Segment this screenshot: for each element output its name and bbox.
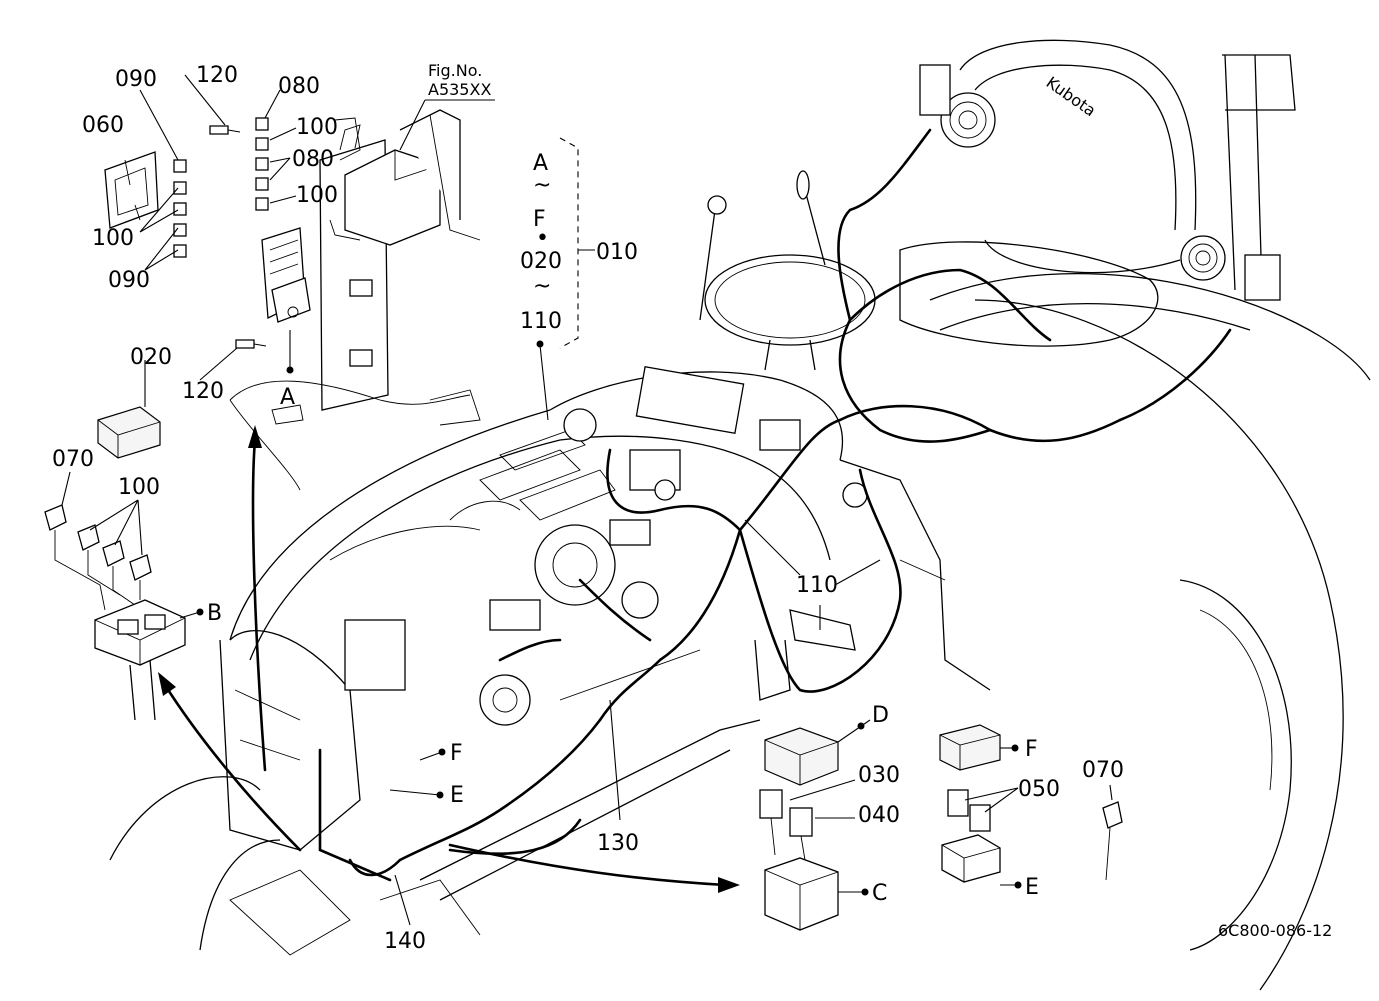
- relay-bracket-group: [104, 109, 481, 491]
- callout-070-right: 070: [1082, 758, 1124, 783]
- letter-e-main: E: [450, 783, 464, 808]
- letter-f-main: F: [450, 741, 463, 766]
- callout-040: 040: [858, 803, 900, 828]
- letter-b: B: [207, 601, 222, 626]
- wiring-harness: [318, 128, 1232, 882]
- letter-c: C: [872, 881, 887, 906]
- range-a: A: [533, 151, 548, 176]
- drawing-code: 6C800-086-12: [1218, 921, 1332, 940]
- fuse-clips-left: [173, 159, 187, 258]
- callout-130: 130: [597, 831, 639, 856]
- fuse-clips-right: [255, 117, 269, 211]
- callout-030: 030: [858, 763, 900, 788]
- leader-lines: [61, 74, 1113, 926]
- range-bullet: •: [536, 226, 549, 251]
- callout-080-top: 080: [278, 74, 320, 99]
- letter-a-top: A: [280, 385, 295, 410]
- range-tilde-2: ~: [533, 274, 551, 299]
- callout-080-mid: 080: [292, 147, 334, 172]
- callout-140: 140: [384, 929, 426, 954]
- callout-060: 060: [82, 113, 124, 138]
- callout-labels: Fig.No. A535XX 090 120 080 060 100 080 1…: [52, 61, 1332, 954]
- letter-f-box: F: [1025, 737, 1038, 762]
- range-f: F: [533, 207, 546, 232]
- fig-no-value: A535XX: [428, 80, 491, 99]
- callout-090-left: 090: [108, 268, 150, 293]
- brand-logo: Kubota: [1043, 73, 1100, 121]
- callout-020: 020: [130, 345, 172, 370]
- callout-120-low: 120: [182, 379, 224, 404]
- callout-050: 050: [1018, 777, 1060, 802]
- callout-120-top: 120: [196, 63, 238, 88]
- callout-100-left: 100: [92, 226, 134, 251]
- letter-e-box: E: [1025, 875, 1039, 900]
- relay-cd-group: [759, 727, 839, 931]
- range-110: 110: [520, 309, 562, 334]
- callout-100-fuses: 100: [118, 475, 160, 500]
- letter-d: D: [872, 703, 889, 728]
- callout-070-left: 070: [52, 447, 94, 472]
- callout-090-top: 090: [115, 67, 157, 92]
- fig-no-label: Fig.No.: [428, 61, 482, 80]
- callout-110-right: 110: [796, 573, 838, 598]
- callout-100-top: 100: [296, 115, 338, 140]
- callout-010: 010: [596, 240, 638, 265]
- tractor-drawing: Kubota: [109, 39, 1371, 991]
- callout-100-mid: 100: [296, 183, 338, 208]
- range-020: 020: [520, 249, 562, 274]
- fuse-holder-b-group: [44, 406, 186, 721]
- range-tilde-1: ~: [533, 173, 551, 198]
